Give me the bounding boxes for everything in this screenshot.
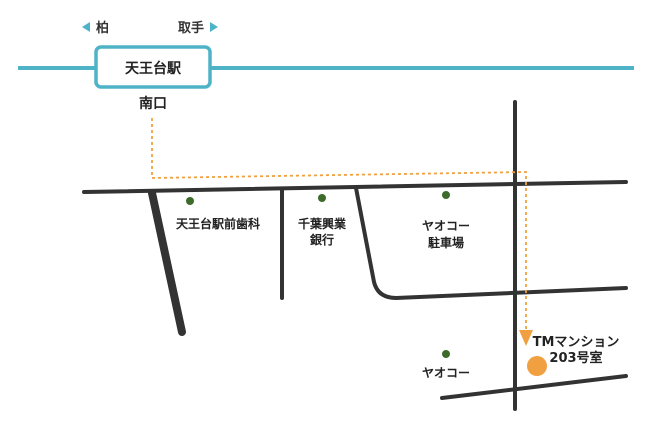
destination-label-line1: TMマンション [533,335,620,350]
roads [82,100,628,411]
landmark-dot [186,197,194,205]
destination-label-line2: 203号室 [549,350,602,366]
landmark-supermarket: ヤオコー [422,350,470,380]
direction-right-label: 取手 [178,20,204,36]
landmark-parking: ヤオコー 駐車場 [422,191,470,250]
landmark-dot [318,194,326,202]
landmark-bank-label-line1: 千葉興業 [298,216,347,231]
landmark-bank: 千葉興業 銀行 [298,194,347,247]
landmark-dental: 天王台駅前歯科 [176,197,260,231]
landmark-dental-label: 天王台駅前歯科 [176,216,260,231]
landmark-dot [442,350,450,358]
station-exit-label: 南口 [139,95,167,112]
arrow-right-icon [210,22,218,32]
station-box [94,45,212,89]
landmark-parking-label-line2: 駐車場 [428,235,464,250]
road-bottom-right [440,374,628,400]
landmark-parking-label-line1: ヤオコー [422,219,470,233]
route-arrow-icon [519,330,533,346]
arrow-left-icon [82,22,90,32]
landmark-supermarket-label: ヤオコー [422,366,470,380]
walking-route [151,118,527,330]
destination-marker [527,356,547,376]
road-curved [354,186,628,301]
station: 天王台駅 [94,45,212,89]
direction-left: 柏 [82,20,109,36]
direction-left-label: 柏 [96,20,109,36]
destination: TMマンション 203号室 [527,335,619,376]
station-name: 天王台駅 [125,60,182,77]
landmark-bank-label-line2: 銀行 [309,232,334,247]
landmark-dot [442,191,450,199]
direction-right: 取手 [178,20,218,36]
road-diagonal-left [148,189,186,336]
